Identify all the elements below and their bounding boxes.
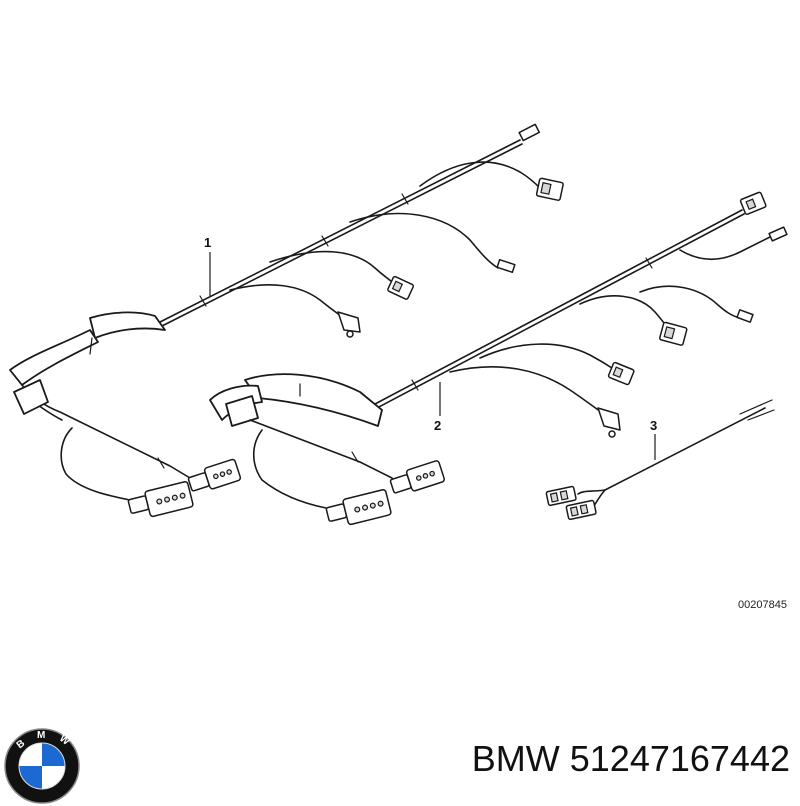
harness-2-clip-a [411, 379, 419, 391]
callout-2: 2 [434, 382, 441, 433]
harness-1-clip-a [199, 295, 207, 307]
harness-2-clip-b [645, 257, 653, 269]
callout-2-label: 2 [434, 418, 441, 433]
harness-1-lower-clip [157, 457, 165, 469]
harness-1-pin [89, 337, 93, 355]
callout-3-label: 3 [650, 418, 657, 433]
harness-2-lower-clip [351, 451, 359, 463]
harness-1-branch-b [349, 212, 499, 269]
connector-1a [535, 177, 564, 201]
callout-3: 3 [650, 418, 657, 460]
cable-3-tail-a [739, 399, 773, 415]
connector-1c [387, 275, 415, 300]
bmw-logo-quadrant-blue-2 [19, 766, 42, 789]
harness-1-connector-body [13, 379, 49, 415]
harness-2-trunk [374, 209, 743, 405]
part-number-caption: BMW 51247167442 [471, 738, 790, 779]
harness-1-clip-c [401, 193, 409, 205]
harness-1-branch-c [269, 250, 399, 287]
harness-2-lower-branch [252, 429, 327, 509]
harness-2-sleeve [244, 373, 383, 427]
harness-2-lower-trunk [249, 419, 393, 479]
connector-3a [545, 485, 577, 507]
connector-1d [187, 458, 242, 492]
sensor-2 [597, 407, 621, 438]
wiring-harness-2 [209, 191, 788, 526]
connector-2e [607, 361, 635, 386]
harness-2-connector-body [225, 395, 259, 427]
harness-2-branch-d [479, 343, 619, 373]
harness-1-sleeve [89, 311, 166, 339]
cable-3-split-a [577, 489, 606, 495]
harness-1-branch-a [419, 161, 541, 189]
harness-2-branch-c [639, 285, 741, 319]
connector-2g [325, 489, 392, 526]
bmw-logo-quadrant-blue-1 [42, 743, 65, 766]
harness-1-clip-b [321, 235, 329, 247]
harness-2-trunk-inner [376, 213, 745, 409]
harness-1-grommet [9, 329, 99, 386]
harness-1-lower-branch [60, 427, 131, 501]
connector-2d [736, 309, 754, 323]
connector-2a [739, 191, 767, 215]
svg-text:M: M [37, 730, 45, 741]
harness-2-branch-a [679, 235, 773, 261]
bmw-logo: B M W [4, 728, 80, 804]
harness-1-trunk-inner [161, 143, 523, 327]
cable-3-trunk [604, 407, 766, 491]
harness-1-branch-d [229, 284, 345, 319]
harness-1-end-plug [518, 123, 541, 142]
sensor-1 [337, 311, 361, 338]
harness-2-branch-e [449, 366, 605, 415]
connector-2b [768, 226, 788, 242]
connector-2f [389, 460, 445, 494]
callout-1: 1 [204, 235, 211, 296]
wiring-harness-1 [9, 123, 564, 518]
harness-1-trunk [159, 139, 521, 323]
drawing-reference-code: 00207845 [738, 599, 787, 611]
cable-3 [545, 399, 775, 521]
connector-2c [659, 321, 688, 346]
connector-3b [565, 499, 597, 521]
cable-3-tail-b [747, 409, 775, 421]
connector-1e [127, 481, 194, 518]
connector-1b [496, 258, 516, 274]
callout-1-label: 1 [204, 235, 211, 250]
harness-2-branch-b [579, 295, 671, 331]
